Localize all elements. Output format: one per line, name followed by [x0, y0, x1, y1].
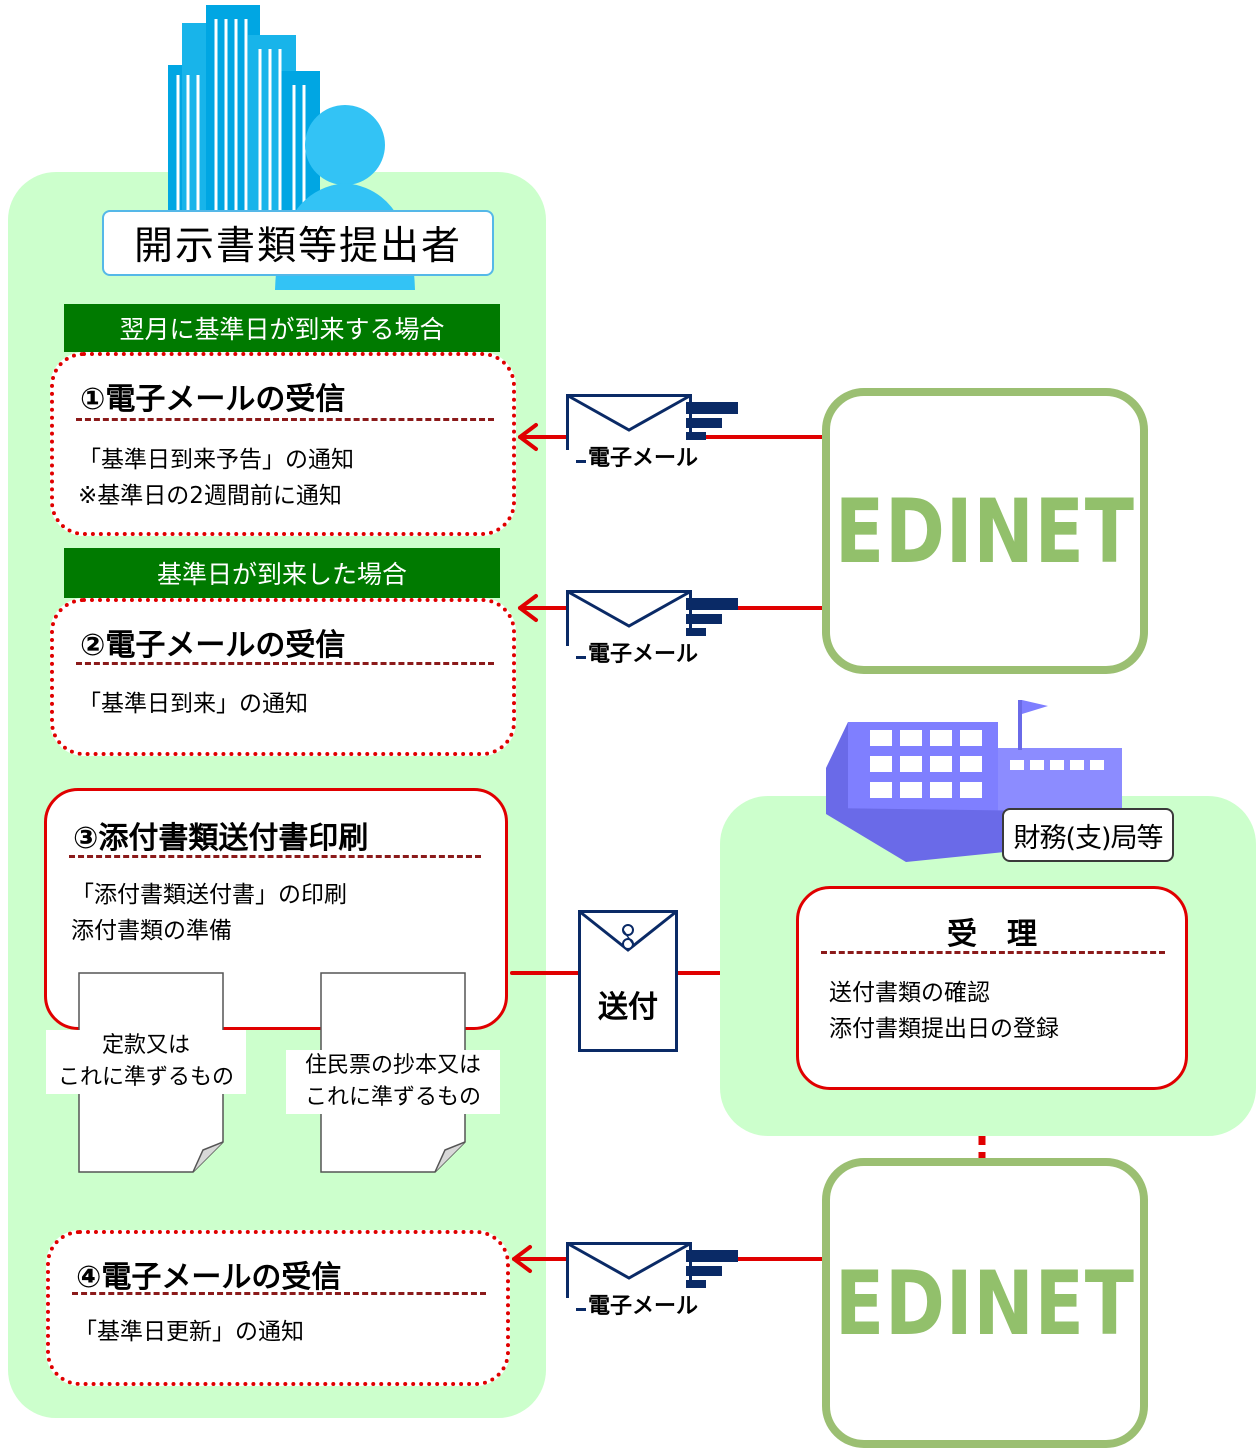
edinet-box-top: EDINET: [822, 388, 1148, 674]
send-label: 送付: [598, 990, 658, 1025]
section1-header: 翌月に基準日が到来する場合: [64, 304, 500, 352]
step1-rule: [76, 418, 494, 421]
step2-rule: [76, 662, 494, 665]
edinet-box-bottom: EDINET: [822, 1158, 1148, 1448]
step3-rule: [69, 855, 481, 858]
step1-body: 「基準日到来予告」の通知 ※基準日の2週間前に通知: [78, 447, 354, 509]
submitter-label: 開示書類等提出者: [102, 210, 494, 276]
step2-body: 「基準日到来」の通知: [78, 691, 308, 717]
reception-title: 受 理: [947, 917, 1037, 952]
step1-title: ①電子メールの受信: [80, 382, 346, 417]
step2-box: ②電子メールの受信 「基準日到来」の通知: [50, 598, 516, 756]
document1-label: 定款又は これに準ずるもの: [46, 1030, 246, 1094]
email-icon-2: 電子メール: [560, 590, 740, 674]
step2-title: ②電子メールの受信: [80, 628, 346, 663]
step4-title: ④電子メールの受信: [76, 1260, 342, 1295]
reception-body: 送付書類の確認 添付書類提出日の登録: [829, 980, 1059, 1042]
email-icon-3: 電子メール: [560, 1242, 740, 1326]
email-icon-1: 電子メール: [560, 394, 740, 478]
reception-rule: [821, 951, 1165, 954]
send-envelope: 送付: [578, 910, 678, 1052]
reception-box: 受 理 送付書類の確認 添付書類提出日の登録: [796, 886, 1188, 1090]
bureau-label: 財務(支)局等: [1002, 808, 1174, 862]
step4-box: ④電子メールの受信 「基準日更新」の通知: [46, 1230, 510, 1386]
step4-body: 「基準日更新」の通知: [74, 1319, 304, 1345]
step3-body: 「添付書類送付書」の印刷 添付書類の準備: [71, 882, 347, 944]
section2-header: 基準日が到来した場合: [64, 548, 500, 598]
step4-rule: [72, 1292, 486, 1295]
document2-label: 住民票の抄本又は これに準ずるもの: [286, 1050, 500, 1114]
step3-title: ③添付書類送付書印刷: [73, 821, 369, 856]
step1-box: ①電子メールの受信 「基準日到来予告」の通知 ※基準日の2週間前に通知: [50, 352, 516, 536]
